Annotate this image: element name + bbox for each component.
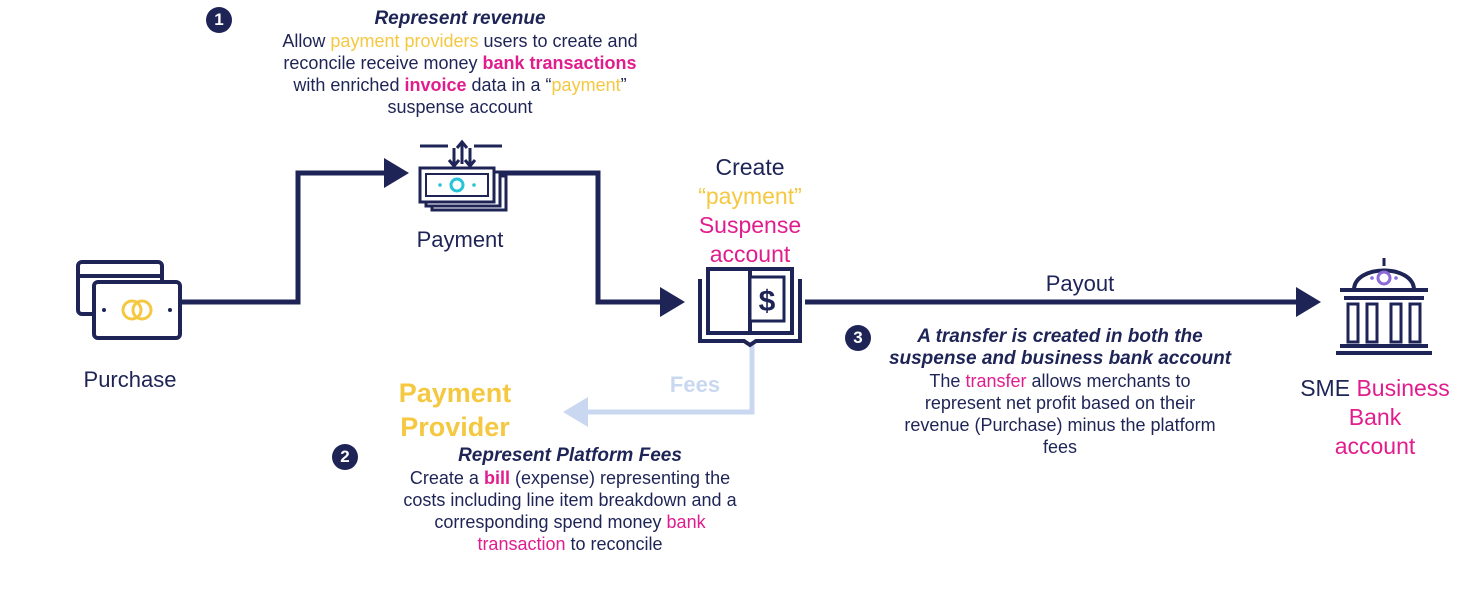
step-2-line-4: transaction to reconcile — [477, 534, 663, 554]
step-3-title-line-2: suspense and business bank account — [888, 348, 1232, 369]
step-2-line-2: costs including line item breakdown and … — [403, 490, 737, 510]
ledger-book-icon: $ — [698, 267, 802, 348]
cash-stack-icon — [418, 139, 508, 212]
bank-account-label: SME Business Bank account — [1300, 375, 1450, 459]
edge-fees — [563, 342, 755, 427]
step-1-line-4: suspense account — [387, 97, 533, 117]
step-2-badge: 2 — [332, 444, 358, 470]
step-1-badge: 1 — [206, 7, 232, 33]
step-2-title: Represent Platform Fees — [458, 445, 682, 466]
payment-label: Payment — [416, 227, 504, 252]
step-1-block: Represent revenue Allow payment provider… — [200, 8, 720, 118]
step-3-badge: 3 — [845, 325, 871, 351]
step-3-title-line-1: A transfer is created in both the — [917, 326, 1203, 347]
step-3-block: A transfer is created in both the suspen… — [850, 326, 1270, 458]
bank-building-icon — [1336, 258, 1432, 355]
step-3-line-4: fees — [1042, 437, 1078, 457]
step-1-line-3: with enriched invoice data in a “payment… — [293, 75, 627, 95]
edge-purchase-to-payment — [180, 158, 409, 305]
step-3-line-2: represent net profit based on their — [924, 393, 1196, 413]
edge-payment-to-suspense — [500, 170, 685, 317]
purchase-label: Purchase — [83, 367, 177, 392]
fees-label: Fees — [669, 372, 721, 397]
credit-card-icon — [76, 260, 182, 340]
svg-text:$: $ — [759, 285, 776, 318]
step-2-line-3: corresponding spend money bank — [434, 512, 706, 532]
step-1-title: Represent revenue — [374, 8, 546, 29]
step-2-block: Represent Platform Fees Create a bill (e… — [320, 445, 820, 555]
step-3-line-1: The transfer allows merchants to — [929, 371, 1191, 391]
step-2-line-1: Create a bill (expense) representing the — [409, 468, 731, 488]
step-3-line-3: revenue (Purchase) minus the platform — [904, 415, 1216, 435]
step-1-line-1: Allow payment providers users to create … — [282, 31, 638, 51]
payment-provider-label: Payment Provider — [398, 378, 512, 442]
step-1-line-2: reconcile receive money bank transaction… — [283, 53, 637, 73]
payout-label: Payout — [1045, 271, 1115, 296]
suspense-account-label: Create “payment” Suspense account — [698, 154, 802, 267]
